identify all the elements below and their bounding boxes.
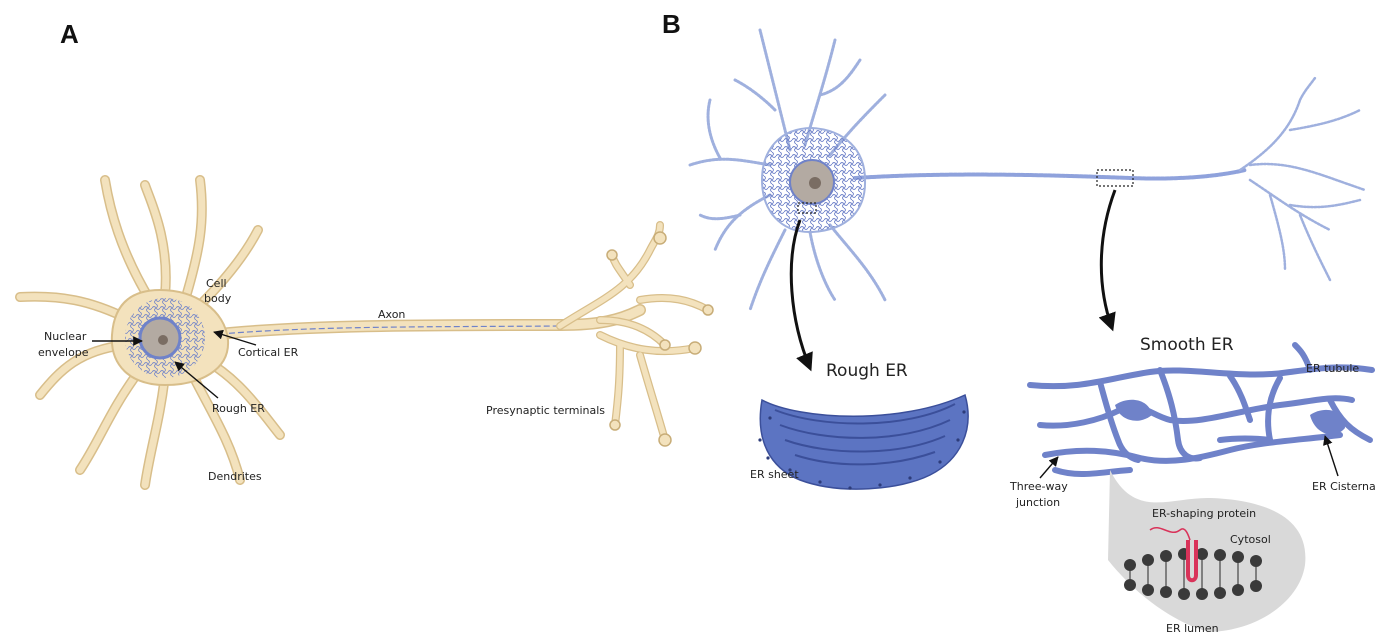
er-lumen-label: ER lumen bbox=[1166, 622, 1219, 635]
cortical-er-label: Cortical ER bbox=[238, 346, 299, 359]
terminals-b bbox=[1240, 78, 1365, 280]
er-cisterna-label: ER Cisterna bbox=[1312, 480, 1376, 493]
rough-er-zoom-arrow bbox=[791, 220, 810, 368]
nuclear-envelope-label-1: Nuclear bbox=[44, 330, 87, 343]
rough-er-title: Rough ER bbox=[826, 361, 908, 381]
cytosol-label: Cytosol bbox=[1230, 533, 1271, 546]
rough-er-label-a: Rough ER bbox=[212, 402, 265, 415]
smooth-er-title: Smooth ER bbox=[1140, 335, 1234, 355]
cell-body-label-1: Cell bbox=[206, 277, 227, 290]
cell-body-label-2: body bbox=[204, 292, 232, 305]
presynaptic-terminals-label: Presynaptic terminals bbox=[486, 404, 605, 417]
er-sheet-label: ER sheet bbox=[750, 468, 799, 481]
nucleolus-b bbox=[809, 177, 821, 189]
panel-b-letter: B bbox=[662, 9, 681, 39]
panel-a-letter: A bbox=[60, 19, 79, 49]
axon-b bbox=[855, 170, 1245, 179]
panel-a-neuron bbox=[20, 180, 713, 485]
axon-label: Axon bbox=[378, 308, 405, 321]
three-way-junction-label-2: junction bbox=[1015, 496, 1060, 509]
smooth-er-zoom-arrow bbox=[1101, 190, 1115, 328]
cell-body-b bbox=[762, 128, 865, 232]
membrane-inset bbox=[1108, 470, 1305, 632]
nucleolus-a bbox=[158, 335, 168, 345]
three-way-junction-label-1: Three-way bbox=[1009, 480, 1068, 493]
dendrites-label: Dendrites bbox=[208, 470, 262, 483]
er-cisterna-arrow bbox=[1325, 436, 1338, 476]
nuclear-envelope-label-2: envelope bbox=[38, 346, 89, 359]
er-tubule-label: ER tubule bbox=[1306, 362, 1359, 375]
er-shaping-protein-label: ER-shaping protein bbox=[1152, 507, 1256, 520]
